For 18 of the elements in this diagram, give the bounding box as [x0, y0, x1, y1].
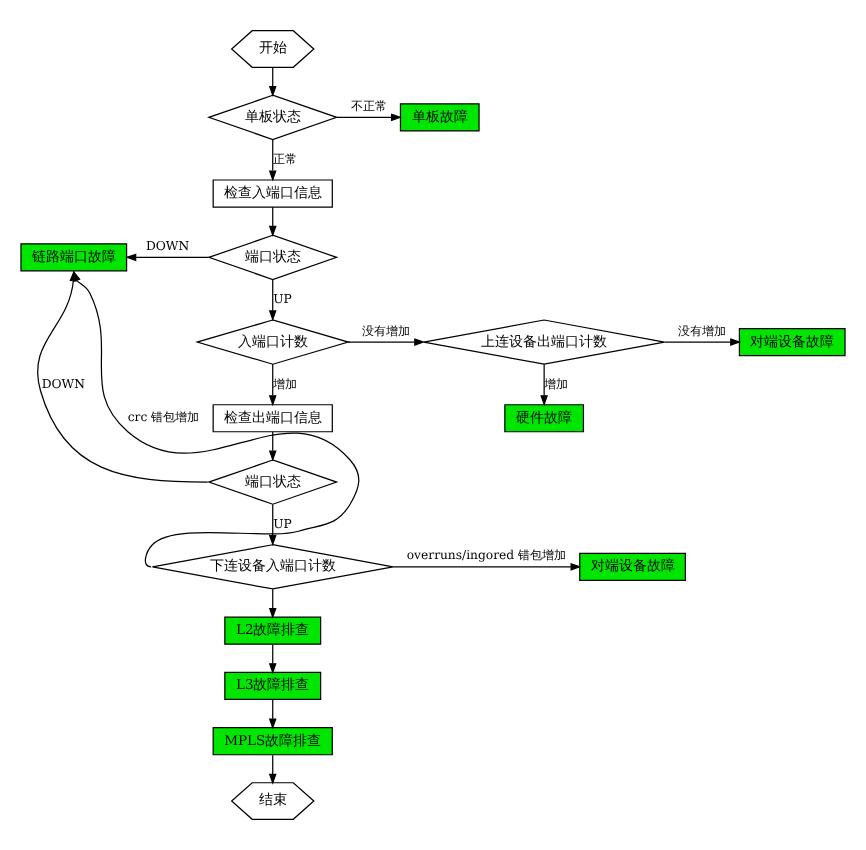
arrow	[268, 588, 277, 619]
arrow	[268, 363, 277, 407]
arrow	[125, 253, 210, 262]
arrow	[268, 279, 277, 322]
arrow	[268, 138, 277, 182]
arrow	[268, 644, 277, 675]
arrow	[540, 363, 548, 407]
arrow	[392, 562, 582, 571]
arrow	[268, 699, 277, 730]
arrow	[336, 113, 403, 122]
arrow	[663, 338, 742, 346]
arrow	[268, 206, 277, 237]
arrow	[268, 66, 277, 98]
arrow	[268, 431, 277, 462]
arrow	[268, 503, 277, 547]
arrow	[73, 270, 360, 568]
arrow	[347, 338, 426, 346]
arrow	[268, 754, 277, 785]
